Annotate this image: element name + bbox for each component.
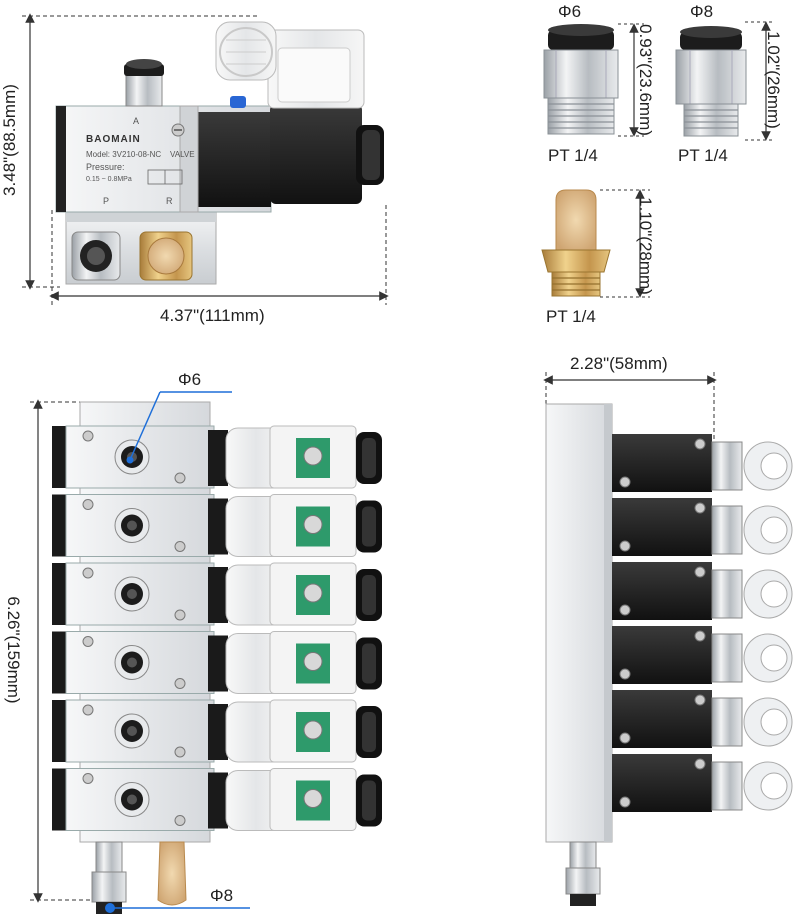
valve-pressure-range: 0.15 ~ 0.8MPa [86, 176, 132, 183]
manifold-port-callout: Φ6 [178, 370, 202, 389]
valve-port-a: A [133, 116, 140, 126]
valve-height-label: 3.48"(88.5mm) [0, 84, 19, 196]
muffler-length: 1.10"(28mm) [636, 197, 655, 295]
manifold-station-front [52, 768, 382, 831]
manifold-front-illustration [30, 391, 382, 914]
fitting-8-illustration [675, 21, 775, 141]
valve-port-p: P [103, 196, 110, 206]
valve-valve-text: VALVE [170, 150, 195, 159]
fitting-8-diameter: Φ8 [690, 2, 714, 21]
manifold-station-side [612, 626, 793, 684]
muffler-thread: PT 1/4 [546, 307, 596, 326]
manifold-station-front [52, 699, 382, 763]
manifold-station-front [52, 425, 382, 489]
manifold-side-illustration [543, 372, 793, 906]
manifold-station-side [612, 498, 793, 556]
fitting-6-illustration [543, 23, 644, 137]
manifold-station-front [52, 562, 382, 626]
manifold-station-side [612, 754, 793, 812]
muffler-illustration [541, 189, 650, 298]
single-valve-illustration [22, 13, 389, 305]
fitting-6-diameter: Φ6 [558, 2, 582, 21]
manifold-station-front [52, 631, 382, 694]
fitting-6-length: 0.93"(23.6mm) [636, 24, 655, 136]
valve-width-label: 4.37"(111mm) [160, 306, 265, 325]
fitting-8-thread: PT 1/4 [678, 146, 728, 165]
valve-port-r: R [166, 196, 173, 206]
valve-brand: BAOMAIN [86, 134, 141, 145]
manifold-height-label: 6.26"(159mm) [4, 596, 23, 704]
manifold-inlet-callout: Φ8 [210, 886, 234, 905]
manifold-station-side [612, 434, 793, 492]
valve-pressure-label: Pressure: [86, 162, 125, 172]
manifold-side-width-label: 2.28"(58mm) [570, 354, 668, 373]
valve-model: Model: 3V210-08-NC [86, 150, 162, 159]
fitting-8-length: 1.02"(26mm) [764, 31, 783, 129]
manifold-station-front [52, 494, 382, 557]
manifold-station-side [612, 562, 793, 620]
manifold-station-side [612, 690, 793, 748]
fitting-6-thread: PT 1/4 [548, 146, 598, 165]
